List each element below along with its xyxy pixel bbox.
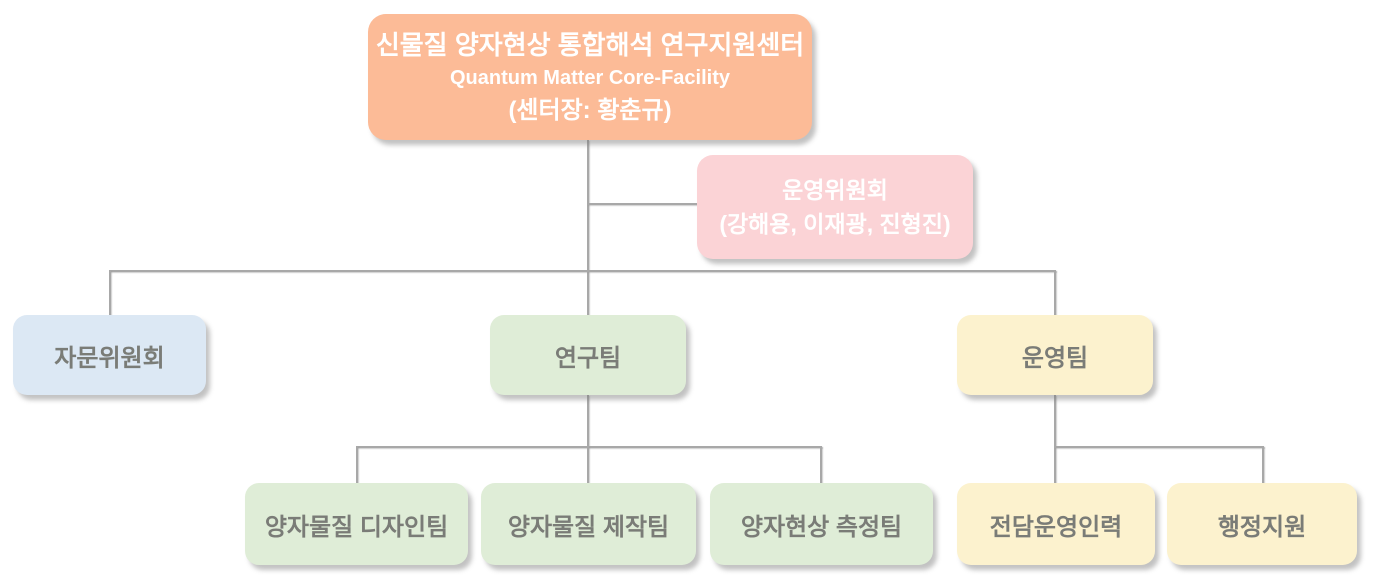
connector-fabrication-team-drop xyxy=(587,446,589,483)
connector-design-team-drop xyxy=(356,446,358,483)
root-title-english: Quantum Matter Core-Facility xyxy=(449,67,731,89)
node-research-team: 연구팀 xyxy=(490,315,686,395)
connector-steering-branch xyxy=(587,203,697,205)
node-quantum-matter-fabrication-team: 양자물질 제작팀 xyxy=(481,483,696,565)
connector-research-horizontal xyxy=(356,446,822,448)
root-director: (센터장: 황춘규) xyxy=(508,97,672,124)
measurement-team-name: 양자현상 측정팀 xyxy=(740,513,903,541)
dedicated-operations-staff-name: 전담운영인력 xyxy=(989,513,1123,541)
connector-operations-stem xyxy=(1054,395,1056,483)
advisory-committee-name: 자문위원회 xyxy=(54,344,165,372)
node-quantum-phenomena-measurement-team: 양자현상 측정팀 xyxy=(710,483,933,565)
steering-committee-members: (강해용, 이재광, 진형진) xyxy=(719,211,951,237)
steering-committee-name: 운영위원회 xyxy=(782,177,888,203)
node-center-root: 신물질 양자현상 통합해석 연구지원센터 Quantum Matter Core… xyxy=(368,14,812,140)
node-advisory-committee: 자문위원회 xyxy=(13,315,206,395)
connector-operations-horizontal xyxy=(1054,446,1264,448)
node-operations-team: 운영팀 xyxy=(957,315,1153,395)
connector-research-stem xyxy=(587,395,589,447)
connector-measurement-team-drop xyxy=(820,446,822,483)
connector-advisory-drop xyxy=(109,270,111,315)
connector-operations-drop xyxy=(1054,270,1056,315)
node-steering-committee: 운영위원회 (강해용, 이재광, 진형진) xyxy=(697,155,973,259)
operations-team-name: 운영팀 xyxy=(1021,344,1089,372)
node-dedicated-operations-staff: 전담운영인력 xyxy=(957,483,1155,565)
design-team-name: 양자물질 디자인팀 xyxy=(264,513,449,541)
connector-level2-horizontal xyxy=(109,270,1056,272)
node-quantum-matter-design-team: 양자물질 디자인팀 xyxy=(245,483,468,565)
fabrication-team-name: 양자물질 제작팀 xyxy=(507,513,670,541)
administrative-support-name: 행정지원 xyxy=(1217,513,1307,541)
connector-root-stem xyxy=(587,140,589,315)
root-title-korean: 신물질 양자현상 통합해석 연구지원센터 xyxy=(375,30,805,60)
research-team-name: 연구팀 xyxy=(554,344,622,372)
connector-admin-support-drop xyxy=(1262,446,1264,483)
node-administrative-support: 행정지원 xyxy=(1167,483,1357,565)
